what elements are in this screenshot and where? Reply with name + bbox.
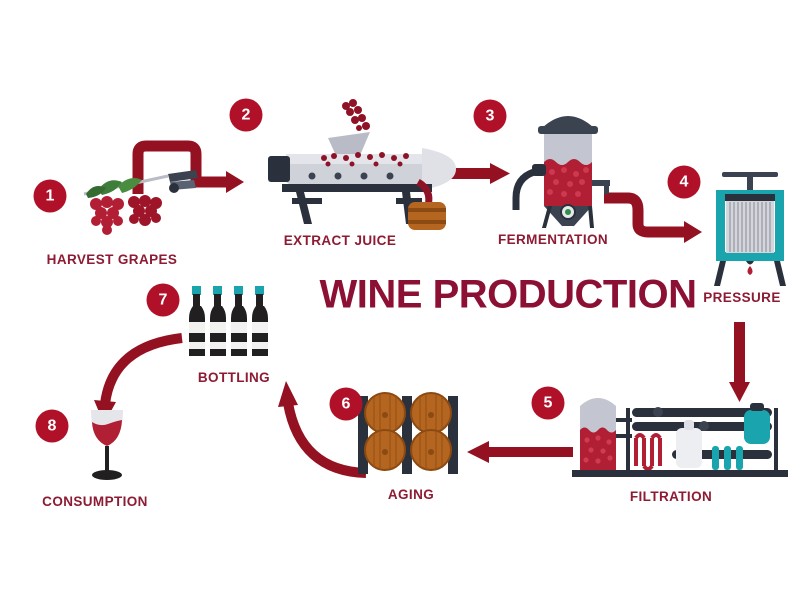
wine-bottles-icon [189,286,268,356]
step-label-4: PRESSURE [703,290,781,305]
page-title: WINE PRODUCTION [319,272,697,317]
step-badge-8[interactable]: 8 [35,409,69,443]
crusher-destemmer-icon [268,99,456,230]
filtration-system-icon [572,398,788,477]
step-label-8: CONSUMPTION [42,494,148,509]
step-badge-1[interactable]: 1 [33,179,67,213]
fermentation-tank-icon [512,116,610,228]
oak-barrels-icon [358,392,458,474]
step-label-7: BOTTLING [197,370,271,385]
arrow-1-to-2 [132,140,244,194]
step-label-3: FERMENTATION [497,232,609,247]
step-badge-4[interactable]: 4 [667,165,701,199]
step-label-5: FILTRATION [629,489,713,504]
step-badge-7[interactable]: 7 [146,283,180,317]
step-badge-6[interactable]: 6 [329,387,363,421]
step-label-2: EXTRACT JUICE [283,233,397,248]
wine-press-icon [714,172,786,286]
grapes-with-shears-icon [83,170,198,235]
arrow-3-to-4 [604,192,702,243]
step-badge-5[interactable]: 5 [531,386,565,420]
step-label-1: HARVEST GRAPES [46,252,178,267]
arrow-6-to-7 [278,381,367,478]
step-badge-3[interactable]: 3 [473,99,507,133]
step-badge-2[interactable]: 2 [229,98,263,132]
arrow-5-to-6 [467,441,573,463]
wine-glass-icon [91,410,123,480]
step-label-6: AGING [387,487,435,502]
arrow-4-to-5 [729,322,750,402]
